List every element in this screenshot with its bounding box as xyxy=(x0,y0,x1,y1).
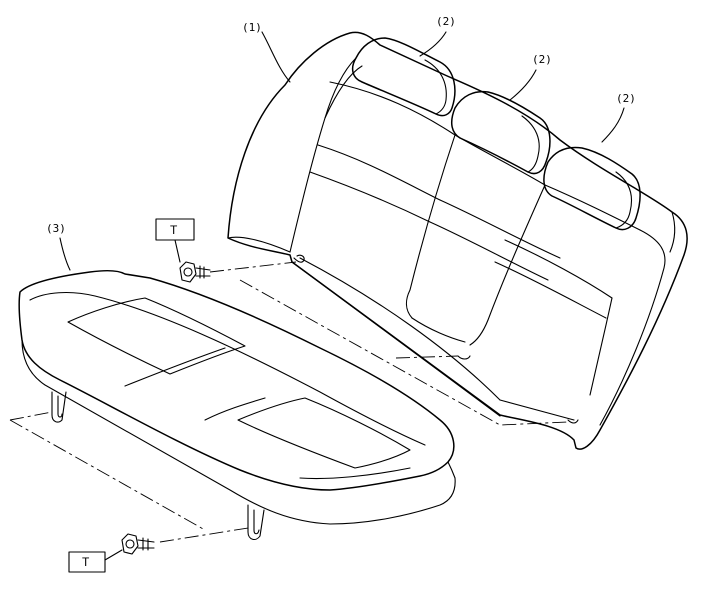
backrest xyxy=(227,31,688,450)
torque-label-upper: T xyxy=(170,223,178,237)
headrest-center xyxy=(450,90,551,175)
bolt-upper xyxy=(179,261,211,283)
callout-headrest-left: (2) xyxy=(436,15,456,28)
headrest-right xyxy=(543,146,641,231)
callout-cushion: (3) xyxy=(46,222,66,235)
torque-box-lower: T xyxy=(68,549,123,573)
torque-label-lower: T xyxy=(82,555,90,569)
alignment-lines xyxy=(9,261,569,543)
seat-cushion xyxy=(18,269,456,541)
leader-lines xyxy=(59,31,625,271)
bolt-lower xyxy=(121,533,155,555)
callout-headrest-center: (2) xyxy=(532,53,552,66)
callout-backrest: (1) xyxy=(242,21,262,34)
headrest-left xyxy=(351,37,456,117)
callout-headrest-right: (2) xyxy=(616,92,636,105)
torque-box-upper: T xyxy=(155,218,195,263)
